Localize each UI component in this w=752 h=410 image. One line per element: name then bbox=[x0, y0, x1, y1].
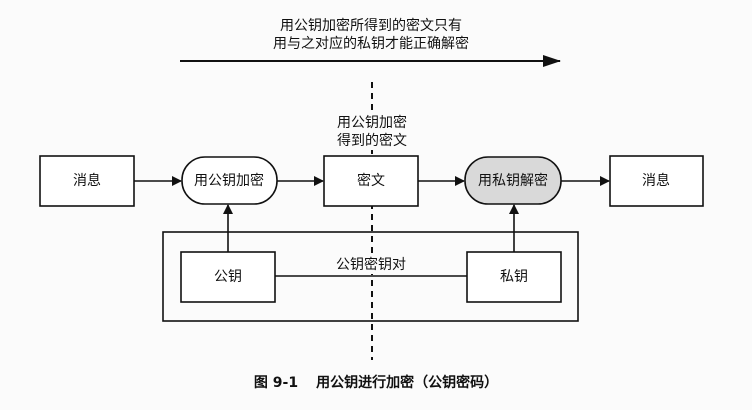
figure-number: 图 9-1 bbox=[253, 375, 299, 391]
mid-note: 用公钥加密 得到的密文 bbox=[335, 114, 409, 150]
message-out-box bbox=[609, 155, 704, 207]
figure-caption: 图 9-1 用公钥进行加密（公钥密码） bbox=[254, 372, 498, 392]
message-in-label: 消息 bbox=[73, 173, 101, 189]
figure-title: 用公钥进行加密（公钥密码） bbox=[316, 375, 499, 391]
top-note-line1: 用公钥加密所得到的密文只有 bbox=[280, 18, 462, 34]
public-key-box bbox=[180, 251, 276, 303]
message-in-box bbox=[39, 155, 135, 207]
decrypt-label: 用私钥解密 bbox=[478, 173, 548, 189]
key-pair-label: 公钥密钥对 bbox=[333, 256, 409, 274]
encrypt-label: 用公钥加密 bbox=[194, 173, 264, 189]
mid-note-line1: 用公钥加密 bbox=[337, 115, 407, 131]
key-pair-frame bbox=[162, 231, 579, 322]
message-out-label: 消息 bbox=[642, 173, 670, 189]
top-note-line2: 用与之对应的私钥才能正确解密 bbox=[273, 36, 469, 52]
public-key-label: 公钥 bbox=[214, 269, 242, 285]
mid-note-line2: 得到的密文 bbox=[337, 133, 407, 149]
private-key-label: 私钥 bbox=[500, 269, 528, 285]
ciphertext-label: 密文 bbox=[357, 173, 385, 189]
top-note: 用公钥加密所得到的密文只有 用与之对应的私钥才能正确解密 bbox=[273, 17, 469, 53]
